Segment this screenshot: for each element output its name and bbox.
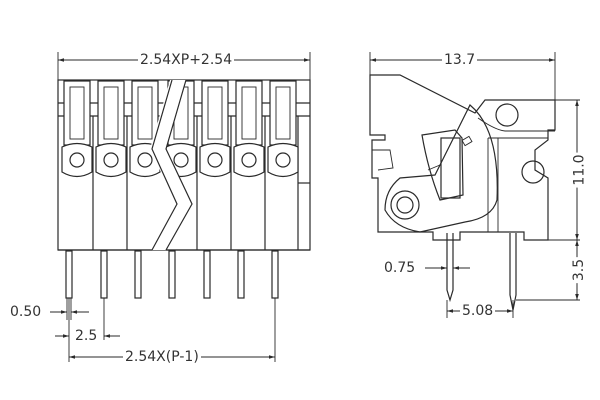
break-line-left	[151, 79, 178, 251]
dim-label-pin-offset: 2.5	[73, 328, 100, 344]
dim-label-side-pin-width: 0.75	[382, 260, 418, 276]
break-line-right	[165, 79, 193, 251]
dim-label-row-spacing: 5.08	[460, 303, 496, 319]
pole-2	[95, 80, 128, 250]
dim-label-depth: 13.7	[442, 52, 478, 68]
side-body-outline	[369, 74, 556, 241]
pole-7	[267, 80, 299, 178]
pole-5	[199, 80, 232, 250]
dim-label-pin-pitch-span: 2.54X(P-1)	[123, 349, 201, 365]
pole-6	[233, 80, 266, 250]
dim-label-body-height: 11.0	[571, 152, 588, 188]
dim-label-pin-length: 3.5	[571, 256, 588, 284]
pole-3	[129, 80, 161, 178]
dim-label-pin-width: 0.50	[8, 304, 44, 320]
pins-front	[65, 250, 279, 299]
pole-1	[61, 80, 94, 250]
side-view	[369, 52, 580, 318]
front-view	[50, 52, 311, 362]
dim-label-overall-width: 2.54XP+2.54	[138, 52, 235, 68]
